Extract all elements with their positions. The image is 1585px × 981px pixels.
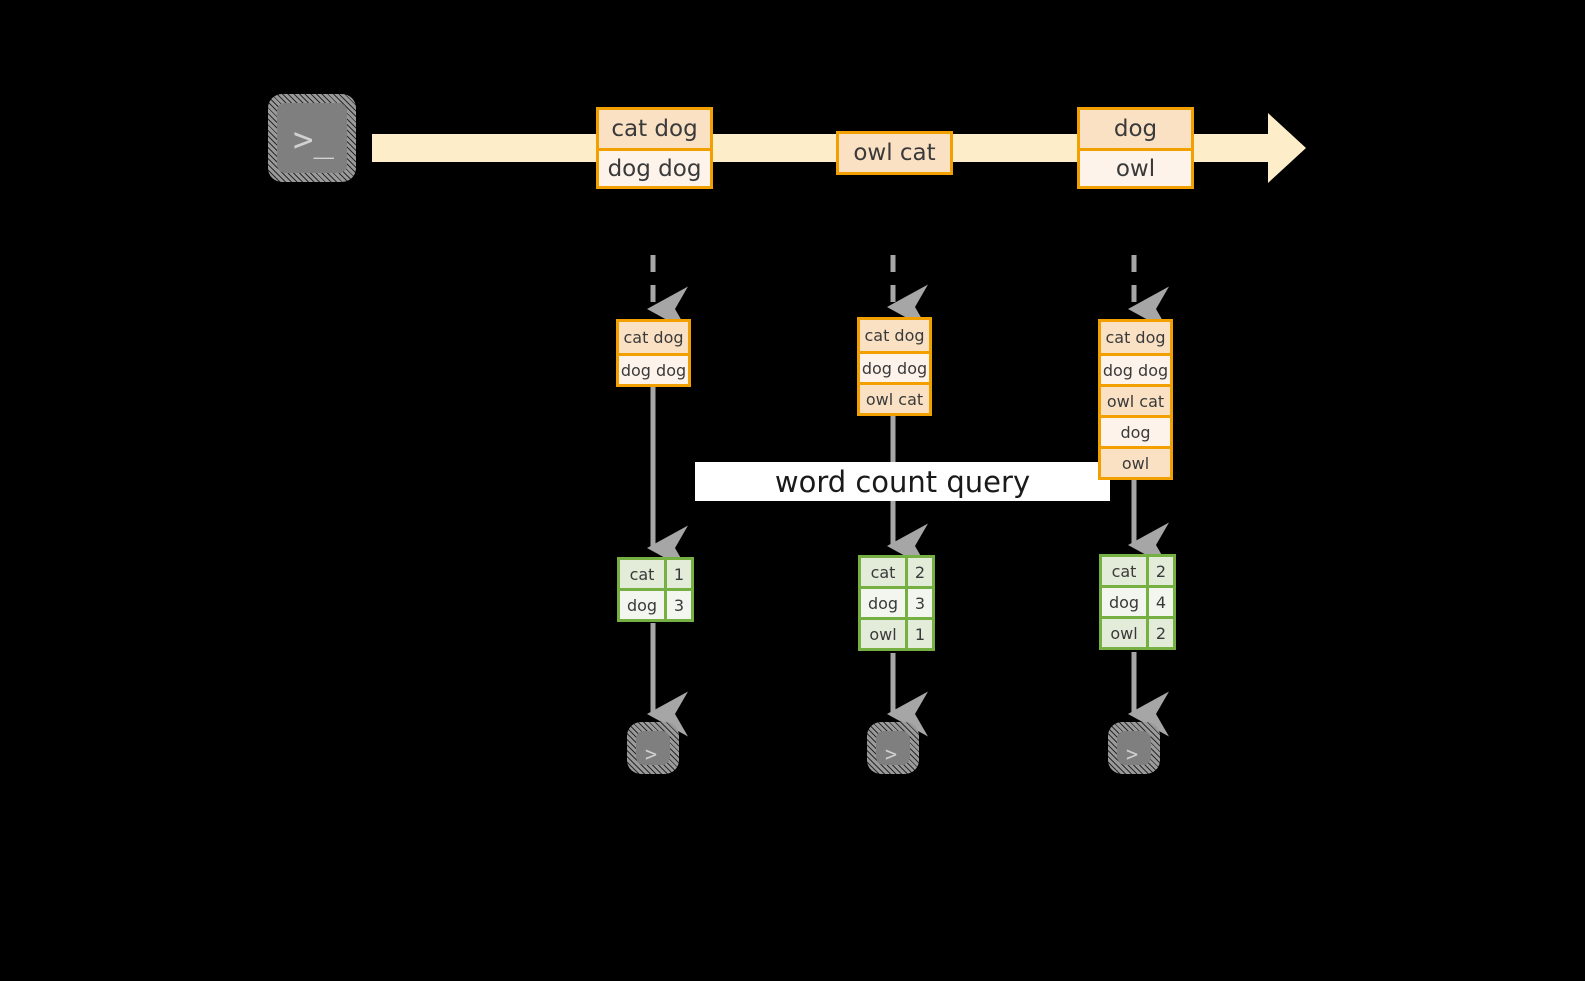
result-key: cat (618, 558, 666, 590)
input-stack-col-2[interactable]: cat dog dog dog owl cat (857, 317, 932, 416)
result-value: 2 (905, 556, 934, 588)
result-table-col-3[interactable]: cat 2 dog 4 owl 2 (1099, 554, 1176, 650)
terminal-prompt-label: >_ (293, 120, 334, 160)
stream-record-2[interactable]: owl cat (836, 131, 953, 175)
input-stack-row: dog dog (1101, 353, 1170, 384)
result-value: 3 (905, 586, 934, 619)
stream-record-line: cat dog (599, 110, 710, 148)
stream-record-3[interactable]: dog owl (1077, 107, 1194, 189)
input-stack-row: cat dog (1101, 322, 1170, 353)
result-table-col-1[interactable]: cat 1 dog 3 (617, 557, 694, 622)
result-key: cat (859, 556, 907, 588)
terminal-screen: >_ (636, 731, 670, 765)
terminal-prompt-label: >_ (885, 742, 910, 765)
result-value: 3 (664, 588, 693, 621)
result-row: cat 1 (618, 558, 693, 590)
result-value: 1 (664, 558, 693, 590)
terminal-prompt-label: >_ (1126, 742, 1151, 765)
result-row: owl 1 (859, 617, 934, 650)
result-row: owl 2 (1100, 616, 1175, 649)
source-terminal-icon[interactable]: >_ (268, 94, 356, 182)
stream-record-line: owl (1080, 148, 1191, 186)
input-stack-col-3[interactable]: cat dog dog dog owl cat dog owl (1098, 319, 1173, 480)
input-stack-row: dog (1101, 415, 1170, 446)
result-value: 1 (905, 617, 934, 650)
result-key: cat (1100, 555, 1148, 587)
result-row: dog 3 (618, 588, 693, 621)
sink-terminal-icon-col-1[interactable]: >_ (627, 722, 679, 774)
input-stack-row: owl cat (860, 382, 929, 413)
input-stack-row: owl cat (1101, 384, 1170, 415)
sink-terminal-icon-col-3[interactable]: >_ (1108, 722, 1160, 774)
input-stack-row: dog dog (860, 351, 929, 382)
result-row: cat 2 (859, 556, 934, 588)
result-value: 4 (1146, 585, 1175, 618)
query-banner-label: word count query (774, 464, 1031, 499)
input-stack-row: cat dog (860, 320, 929, 351)
input-stack-col-1[interactable]: cat dog dog dog (616, 319, 691, 387)
result-row: dog 3 (859, 586, 934, 619)
result-key: dog (1100, 585, 1148, 618)
result-key: dog (618, 588, 666, 621)
terminal-prompt-label: >_ (645, 742, 670, 765)
input-stack-row: cat dog (619, 322, 688, 353)
result-row: cat 2 (1100, 555, 1175, 587)
stream-record-line: dog (1080, 110, 1191, 148)
result-key: owl (859, 617, 907, 650)
result-key: owl (1100, 616, 1148, 649)
input-stack-row: owl (1101, 446, 1170, 477)
stream-record-line: dog dog (599, 148, 710, 186)
terminal-screen: >_ (876, 731, 910, 765)
result-key: dog (859, 586, 907, 619)
result-value: 2 (1146, 555, 1175, 587)
result-value: 2 (1146, 616, 1175, 649)
terminal-screen: >_ (1117, 731, 1151, 765)
sink-terminal-icon-col-2[interactable]: >_ (867, 722, 919, 774)
result-row: dog 4 (1100, 585, 1175, 618)
terminal-screen: >_ (277, 103, 347, 173)
stream-record-line: owl cat (839, 134, 950, 172)
result-table-col-2[interactable]: cat 2 dog 3 owl 1 (858, 555, 935, 651)
stream-record-1[interactable]: cat dog dog dog (596, 107, 713, 189)
query-banner: word count query (695, 462, 1110, 501)
input-stack-row: dog dog (619, 353, 688, 384)
